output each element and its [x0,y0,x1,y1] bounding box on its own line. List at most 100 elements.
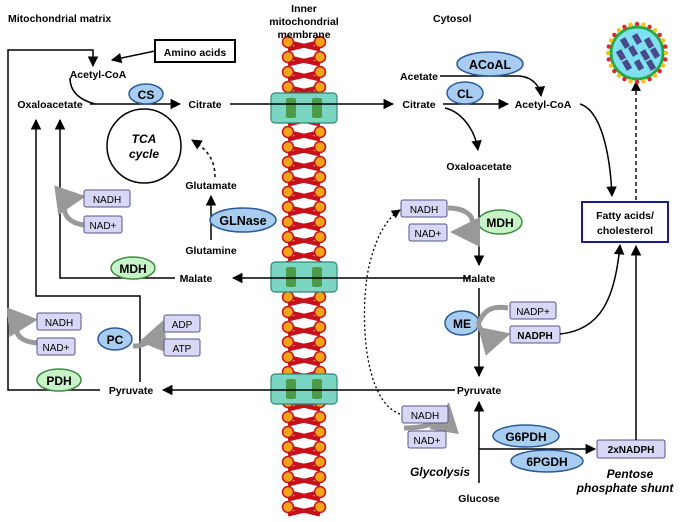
lipoprotein-surface-dot [608,38,614,43]
pentose-label-2: phosphate shunt [576,481,675,495]
nadh-curl-arrow-2 [6,307,39,346]
lipid-head [281,230,295,244]
cyt-nadplus-box-2 [407,430,447,449]
lipid-head [281,335,295,349]
enzyme-me-label: ME [453,317,471,331]
lipoprotein-surface-dot [616,73,622,78]
lipid-head [281,305,295,319]
lipid-head [281,35,295,49]
enzyme-acoal-label: ACoAL [469,58,512,72]
lipid-head [281,215,295,229]
lipid-head [281,125,295,139]
matrix-pyruvate: Pyruvate [109,385,154,397]
lipid-head [313,440,327,454]
lipid-head [313,500,327,514]
lipid-head [313,215,327,229]
lipid-head [313,485,327,499]
enzyme-pc-label: PC [107,333,124,347]
nadh-curl-arrow [54,185,86,228]
transporter-subunit [312,98,322,118]
lipoprotein-surface-dot [663,50,669,56]
glutamate-to-tca-arrow [191,139,216,178]
lipoprotein-core-lipid [627,45,639,57]
lipid-head [281,350,295,364]
lipoprotein-core-lipid [649,47,661,59]
lipid-head [313,65,327,79]
fatty-acids-label-1: Fatty acids/ [596,210,654,222]
enzyme-glnase [209,207,277,233]
membrane-header-line2: mitochondrial [269,16,339,28]
lipoprotein-surface-dot [663,57,668,62]
enzyme-6pgdh-label: 6PGDH [526,455,567,469]
lipid-head [281,80,295,94]
lipid-head [313,335,327,349]
lipid-head [281,140,295,154]
lipid-head [313,470,327,484]
membrane-header-line1: Inner [291,3,317,15]
acetyl-coa-join [69,77,96,105]
lipid-head [313,125,327,139]
lipid-head [281,245,295,259]
adp-box [163,314,201,333]
enzyme-cl [446,81,484,105]
lipid-head [313,350,327,364]
nadph-curl-arrow [475,323,511,356]
lipoprotein-core-lipid [621,59,633,71]
lipid-head [313,290,327,304]
lipoprotein-surface-dot [616,28,622,33]
lipoprotein-surface-dot [647,76,652,82]
enzyme-mdh-cytosol-label: MDH [486,216,513,230]
lipid-head [281,500,295,514]
lipid-head [281,320,295,334]
cytosol-pyruvate: Pyruvate [457,385,502,397]
lipid-head [281,50,295,64]
malate-transporter [270,261,338,293]
lipoprotein-core-lipid [633,59,645,71]
amino-acids-label: Amino acids [164,47,227,59]
lipoprotein-core-lipid [631,33,643,45]
lipid-head [313,230,327,244]
glycolysis-label: Glycolysis [410,465,470,479]
nadph-box [509,325,561,344]
tca-label-2: cycle [129,147,159,161]
lipoprotein-surface-dot [628,79,633,84]
lipoprotein-surface-dot [628,22,633,27]
atp-label: ATP [173,344,192,355]
matrix-nadplus-1: NAD+ [90,221,117,232]
lipid-head [281,200,295,214]
cytosol-oxaloacetate: Oxaloacetate [446,161,512,173]
lipoprotein-core-lipid [645,59,657,71]
lipid-head [313,200,327,214]
matrix-citrate: Citrate [188,99,221,111]
cyt-nadh-2: NADH [411,411,439,422]
matrix-header: Mitochondrial matrix [8,13,111,25]
matrix-nadh-2: NADH [45,318,73,329]
lipoprotein-core-lipid [619,37,631,49]
enzyme-pc [97,327,133,351]
lipoprotein-surface-dot [622,24,627,30]
matrix-nadplus-box-1 [83,215,123,234]
enzyme-pdh-label: PDH [46,374,71,388]
transporter-subunit [286,267,296,287]
lipoprotein-surface-dot [606,57,611,62]
nadp-label: NADP+ [516,307,550,318]
lipoprotein-particle-icon [605,21,669,85]
membrane-header-line3: membrane [277,29,330,41]
pyruvate-to-acetyl-coa-arrow [7,49,100,391]
lipid-head [313,50,327,64]
lipid-head [281,425,295,439]
enzyme-g6pdh [492,424,560,448]
membrane-transporters [270,92,338,405]
nadph-to-fatty-acids-arrow [559,243,625,335]
lipid-head [281,455,295,469]
lipid-head [313,455,327,469]
lipid-head [281,485,295,499]
nadh-shuttle-arrow [363,209,401,415]
enzyme-cs [128,83,164,105]
lipoprotein-surface-dot [652,28,658,33]
lipid-head [281,290,295,304]
matrix-nadh-box-1 [83,189,131,208]
lipoprotein-surface-dot [657,32,662,38]
lipoprotein-surface-dot [606,44,611,49]
nadp-curl-arrow [475,304,509,326]
